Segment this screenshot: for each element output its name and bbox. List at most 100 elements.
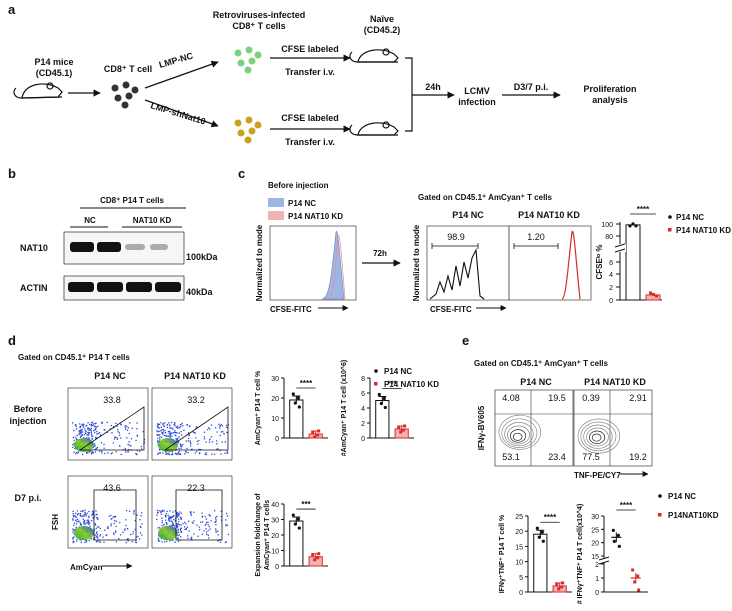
event-dot [106,421,108,424]
event-dot [90,537,92,540]
event-dot [187,537,189,540]
y-label: AmCyan⁺ P14 T cells [264,500,271,570]
event-dot [75,428,78,430]
event-dot [190,537,192,539]
event-dot [104,429,106,431]
event-dot [79,523,82,525]
event-dot [99,527,101,530]
event-dot [227,533,230,536]
gold-cell-cluster-icon [234,116,262,144]
significance: **** [544,513,557,522]
band [125,244,145,250]
data-point [636,574,640,578]
event-dot [172,432,174,434]
western-title: CD8⁺ P14 T cells [100,196,164,205]
col-kd: NAT10 KD [133,216,172,225]
event-dot [171,451,174,453]
event-dot [126,509,128,512]
contour-ring [580,421,617,452]
event-dot [159,438,161,440]
event-dot [99,534,102,536]
event-dot [125,428,127,430]
event-dot [103,429,105,431]
y-label: #AmCyan⁺ P14 T cell (x10^6) [340,360,348,457]
event-dot [203,431,206,433]
event-dot [162,422,164,425]
event-dot [226,452,228,454]
y-tick-label: 40 [271,502,279,509]
event-dot [95,436,97,439]
data-point [311,430,315,434]
data-point [316,556,320,560]
event-dot [165,515,167,517]
event-dot [136,514,138,516]
event-dot [72,519,74,521]
event-dot [82,509,84,512]
event-dot [209,439,211,441]
event-dot [160,429,163,431]
event-dot [208,514,210,516]
event-dot [176,511,178,514]
event-dot [167,430,170,433]
event-dot [209,438,211,440]
bar-ylabel: CFSEˡᵒ % [595,244,604,279]
event-dot [187,440,190,442]
event-dot [164,422,166,424]
event-dot [205,528,207,530]
event-dot [88,516,90,519]
event-dot [91,438,93,440]
event-dot [72,444,74,446]
event-dot [216,515,218,518]
event-dot [186,447,188,450]
event-dot [158,423,161,426]
significance: *** [301,500,311,509]
event-dot [170,518,172,520]
event-dot [174,434,176,436]
event-dot [204,524,207,526]
col-nc: NC [84,216,96,225]
event-dot [215,518,217,520]
event-dot [99,434,102,436]
event-dot [72,512,74,515]
event-dot [215,529,217,532]
data-point [311,553,315,557]
event-dot [170,516,172,519]
gate-value-kd: 1.20 [527,232,545,242]
contour-plot-box [494,389,574,467]
event-dot [75,526,77,529]
gated-title: Gated on CD45.1⁺ AmCyan⁺ T cells [474,359,609,368]
event-dot [178,521,180,523]
data-point [612,539,616,543]
event-dot [205,518,207,520]
event-dot [86,521,88,524]
event-dot [178,451,180,453]
event-dot [100,441,103,444]
legend-nc: P14 NC [384,367,412,376]
event-dot [83,437,85,439]
event-dot [80,541,82,543]
event-dot [157,430,159,433]
data-point [611,528,615,532]
event-dot [166,423,168,426]
retro-sub: CD8⁺ T cells [232,21,285,31]
event-dot [160,511,162,514]
event-dot [224,452,226,454]
event-dot [174,425,176,427]
event-dot [113,533,115,536]
event-dot [83,434,86,436]
event-dot [84,428,86,430]
event-dot [172,428,174,430]
event-dot [135,453,137,455]
event-dot [161,517,163,519]
bar-nc [289,520,304,567]
event-dot [185,528,187,531]
event-dot [180,530,182,533]
contour-ring [504,422,534,447]
event-dot [193,520,195,522]
event-dot [95,447,97,449]
event-dot [220,453,222,455]
event-dot [205,523,207,525]
histogram-kd [327,235,346,300]
